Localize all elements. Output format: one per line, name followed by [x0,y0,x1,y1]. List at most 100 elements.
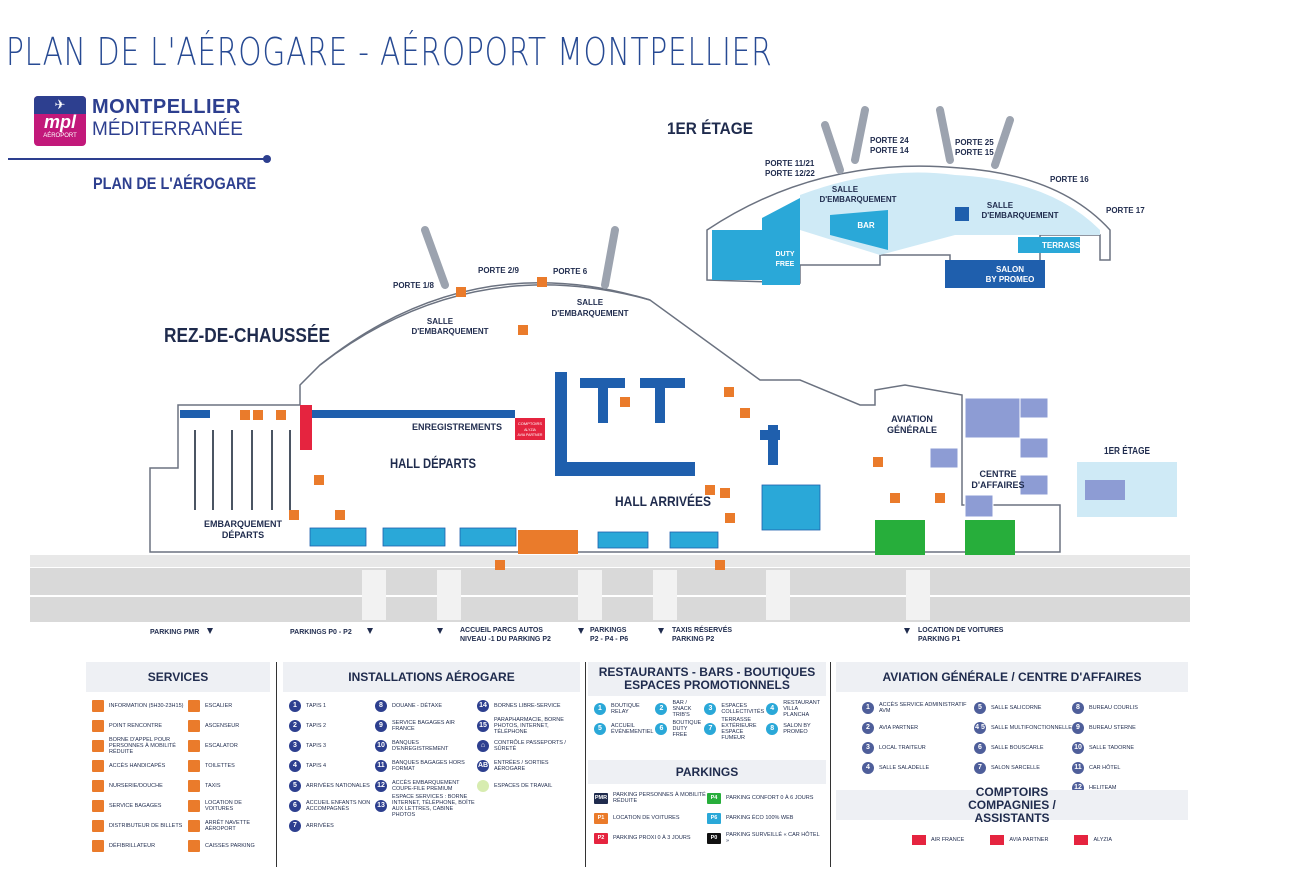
taxi-icon [188,780,200,792]
legend-item: ARRÊT NAVETTE AÉROPORT [188,816,270,836]
legend-item-label: AVIA PARTNER [879,725,919,731]
aviation-marker-icon: 5 [974,702,986,714]
green-parking-2 [965,520,1015,555]
legend-item-label: LOCATION DE VOITURES [613,815,680,821]
legend-item-label: SALLE MULTIFONCTIONNELLE [991,725,1072,731]
number-marker-icon: 14 [477,700,489,712]
comptoir-swatch-icon [1074,835,1089,845]
embarquement-label-2: DÉPARTS [222,530,264,540]
legend-item: ASCENSEUR [188,716,270,736]
legend-item-label: BORNES LIBRE-SERVICE [494,703,561,709]
aviation-marker-icon: 9 [1072,722,1084,734]
porte-24: PORTE 24 [870,136,909,145]
logo-subtitle: PLAN DE L'AÉROGARE [93,174,257,193]
legend-restaurants: RESTAURANTS - BARS - BOUTIQUES ESPACES P… [588,662,826,741]
legend-item-label: ARRIVÉES [306,823,334,829]
legend-item: 4 TAPIS 4 [289,756,375,776]
salle-emb-e2b: D'EMBARQUEMENT [981,211,1058,220]
legend-item-label: DOUANE - DÉTAXE [392,703,443,709]
aviation-marker-icon: 3 [862,742,874,754]
services-left-col: INFORMATION (5h30-23h15)POINT RENCONTREB… [92,696,187,856]
stairs-icon [188,700,200,712]
etage-label-small: 1ER ÉTAGE [1104,444,1150,457]
first-floor-elevator [955,207,969,221]
number-marker-icon: 4 [289,760,301,772]
legend-item-label: TAPIS 3 [306,743,327,749]
legend-item-label: ACCUEIL ENFANTS NON ACCOMPAGNÉS [306,800,371,812]
legend-item: DÉFIBRILLATEUR [92,836,187,856]
aviation-marker-icon: 4 5 [974,722,986,734]
toilets-icon [188,760,200,772]
baggage-icon [92,800,104,812]
aviation-marker-icon: 1 [862,702,874,714]
legend-item-label: DÉFIBRILLATEUR [109,843,156,849]
logo-divider [8,158,268,160]
salle-emb-2b: D'EMBARQUEMENT [551,309,628,318]
legend-item: TAXIS [188,776,270,796]
number-marker-icon: 13 [375,800,387,812]
aviation-marker-icon: 6 [974,742,986,754]
installations-title: INSTALLATIONS AÉROGARE [283,662,580,692]
room-11 [1085,480,1105,500]
aviation-marker-icon: 4 [862,762,874,774]
ground-floor-arc [319,282,651,366]
restaurant-marker-icon: 8 [766,723,779,735]
duty-free-1: DUTY [775,251,794,258]
legend-item-label: TAPIS 4 [306,763,327,769]
restaurant-marker-icon: 2 [655,703,668,715]
baggage-belts [555,372,780,465]
number-marker-icon: AB [477,760,489,772]
number-marker-icon: 1 [289,700,301,712]
legend-item-label: POINT RENCONTRE [109,723,163,729]
restaurants-title: RESTAURANTS - BARS - BOUTIQUES ESPACES P… [588,662,826,696]
comptoir-label: ALYZIA [1093,837,1112,843]
legend-item-label: BOUTIQUE RELAY [611,703,640,715]
enregistrements-label: ENREGISTREMENTS [412,422,502,432]
parking-badge-icon: P2 [594,832,608,844]
legend-item: 4 5 SALLE MULTIFONCTIONNELLE [974,718,1074,738]
taxis-reserves: TAXIS RÉSERVÉS [672,625,732,634]
legend-services: SERVICES INFORMATION (5h30-23h15)POINT R… [86,662,270,867]
logo-divider-dot [263,155,271,163]
terminal-map: COMPTOIRS ALYZIA AVIA PARTNER [30,106,1190,643]
comptoirs-label-1: COMPTOIRS [518,421,542,426]
green-parking [875,520,925,555]
legend-item: SERVICE BAGAGES [92,796,187,816]
legend-item: POINT RENCONTRE [92,716,187,736]
first-floor-shop [712,230,762,280]
legend-item-label: BUREAU COURLIS [1089,705,1138,711]
legend-item-label: BOUTIQUE DUTY FREE [672,720,702,738]
number-marker-icon: 11 [375,760,387,772]
curb-strip [30,555,1190,567]
logo-line2: MÉDITERRANÉE [92,119,243,140]
legend-item-label: BUREAU STERNE [1089,725,1136,731]
salon-promeo [945,260,1045,288]
salle-emb-2a: SALLE [577,298,604,307]
legend-item: TOILETTES [188,756,270,776]
jet-bridges-ground [421,226,619,289]
legend-item-label: ACCÈS EMBARQUEMENT COUPE-FILE PREMIUM [392,780,460,792]
parkings-title: PARKINGS [588,760,826,784]
number-marker-icon: 5 [289,780,301,792]
arrivals-counter-row [555,462,695,476]
